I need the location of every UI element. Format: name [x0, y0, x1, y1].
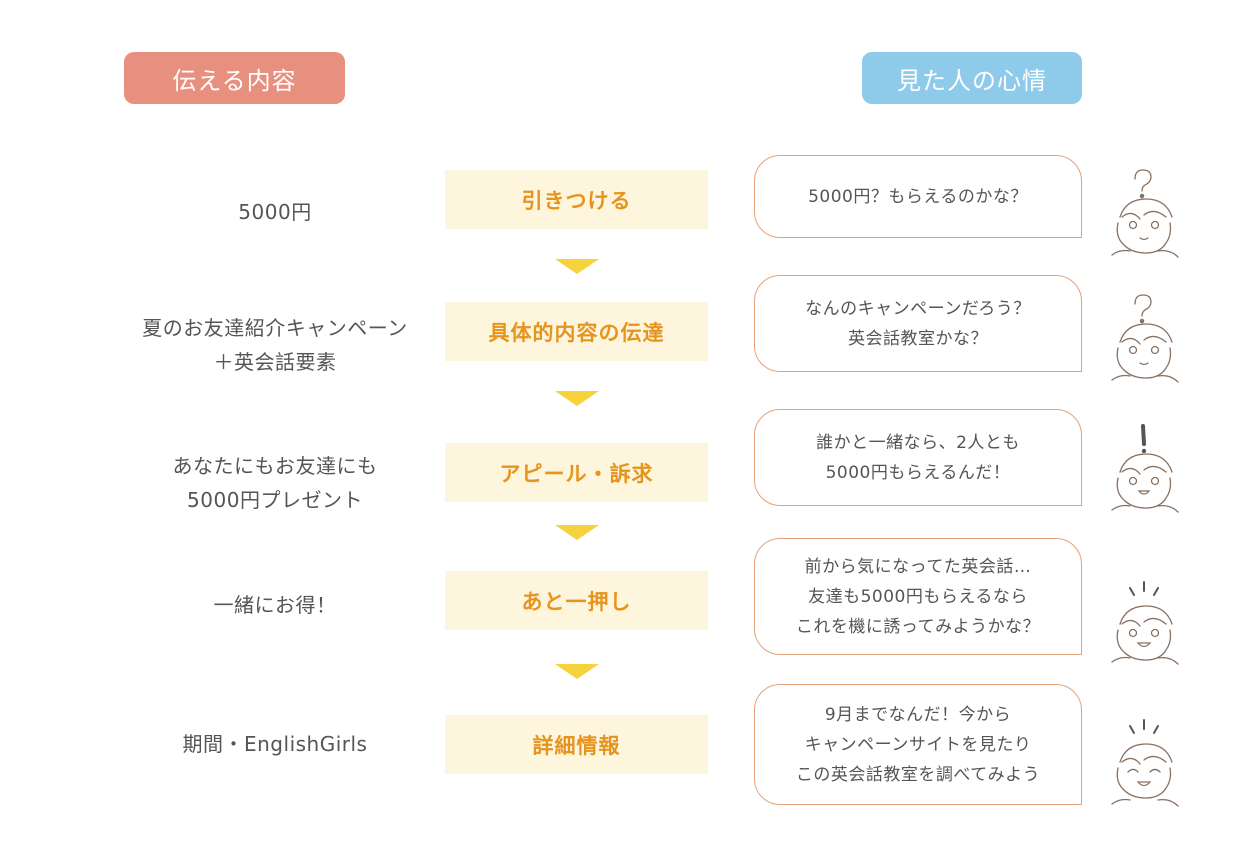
stage-box-4: あと一押し [445, 571, 708, 630]
stage-box-3: アピール・訴求 [445, 443, 708, 502]
content-line: 夏のお友達紹介キャンペーン [142, 316, 408, 340]
happy-face-icon [1100, 716, 1190, 812]
content-text-2: 夏のお友達紹介キャンペーン ＋英会話要素 [50, 311, 500, 379]
content-line: 5000円プレゼント [187, 488, 363, 512]
speech-bubble-1: 5000円？もらえるのかな？ [754, 155, 1082, 238]
down-arrow-icon [555, 391, 599, 406]
feeling-line: この英会話教室を調べてみよう [795, 764, 1041, 785]
speech-bubble-2: なんのキャンペーンだろう？ 英会話教室かな？ [754, 275, 1082, 372]
feeling-line: 5000円？もらえるのかな？ [808, 186, 1028, 207]
feeling-line: 友達も5000円もらえるなら [808, 586, 1028, 607]
down-arrow-icon [555, 664, 599, 679]
content-line: ＋英会話要素 [213, 350, 337, 374]
content-text-3: あなたにもお友達にも 5000円プレゼント [50, 449, 500, 517]
speech-bubble-5: 9月までなんだ！今から キャンペーンサイトを見たり この英会話教室を調べてみよう [754, 684, 1082, 805]
feeling-line: 前から気になってた英会話… [804, 556, 1032, 577]
feeling-line: これを機に誘ってみようかな？ [795, 616, 1041, 637]
content-text-1: 5000円 [50, 195, 500, 229]
feeling-line: 5000円もらえるんだ！ [825, 462, 1011, 483]
content-line: 期間・EnglishGirls [182, 732, 368, 756]
stage-box-2: 具体的内容の伝達 [445, 302, 708, 361]
feeling-line: キャンペーンサイトを見たり [804, 734, 1032, 755]
stage-box-5: 詳細情報 [445, 715, 708, 774]
smiling-face-icon [1100, 572, 1190, 668]
content-text-5: 期間・EnglishGirls [50, 727, 500, 761]
feeling-line: 誰かと一緒なら、2人とも [816, 432, 1020, 453]
content-header: 伝える内容 [124, 52, 345, 104]
feeling-line: なんのキャンペーンだろう？ [805, 298, 1031, 319]
exclamation-face-icon [1100, 420, 1190, 516]
content-line: 5000円 [238, 200, 312, 224]
down-arrow-icon [555, 259, 599, 274]
speech-bubble-4: 前から気になってた英会話… 友達も5000円もらえるなら これを機に誘ってみよう… [754, 538, 1082, 655]
feeling-line: 9月までなんだ！今から [824, 704, 1012, 725]
speech-bubble-3: 誰かと一緒なら、2人とも 5000円もらえるんだ！ [754, 409, 1082, 506]
question-mark-face-icon [1100, 165, 1190, 261]
question-mark-face-icon [1100, 290, 1190, 386]
stage-box-1: 引きつける [445, 170, 708, 229]
feeling-line: 英会話教室かな？ [848, 328, 988, 349]
down-arrow-icon [555, 525, 599, 540]
content-line: あなたにもお友達にも [172, 454, 378, 478]
feeling-header: 見た人の心情 [862, 52, 1082, 104]
content-text-4: 一緒にお得！ [50, 588, 500, 622]
content-line: 一緒にお得！ [213, 593, 337, 617]
